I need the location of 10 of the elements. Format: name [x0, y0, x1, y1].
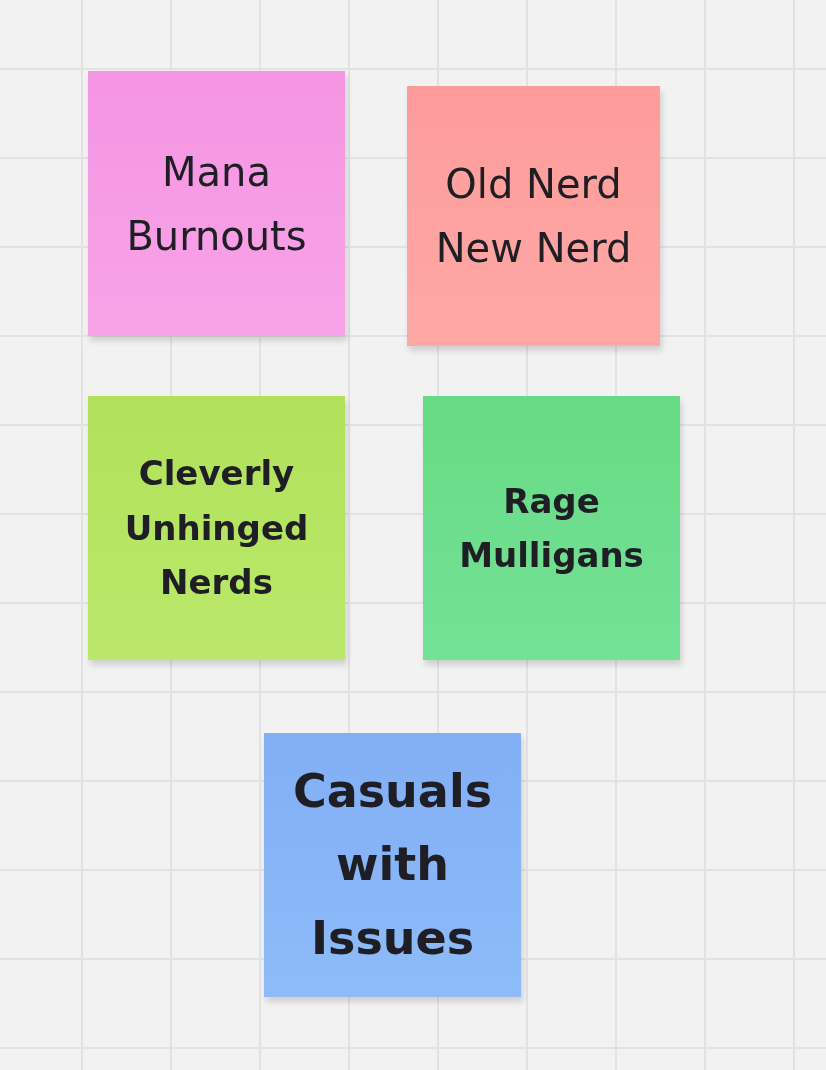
sticky-note: [407, 86, 660, 346]
note-text: Rage Mulligans: [458, 479, 645, 577]
note-text: Old Nerd New Nerd: [434, 160, 633, 273]
sticky-note: [264, 733, 521, 997]
note-text: Mana Burnouts: [125, 147, 308, 261]
sticky-note: [88, 396, 345, 660]
note-text: Cleverly Unhinged Nerds: [123, 452, 310, 605]
note-text: Casuals with Issues: [291, 762, 494, 967]
sticky-note: [423, 396, 680, 660]
sticky-note: [88, 71, 345, 336]
